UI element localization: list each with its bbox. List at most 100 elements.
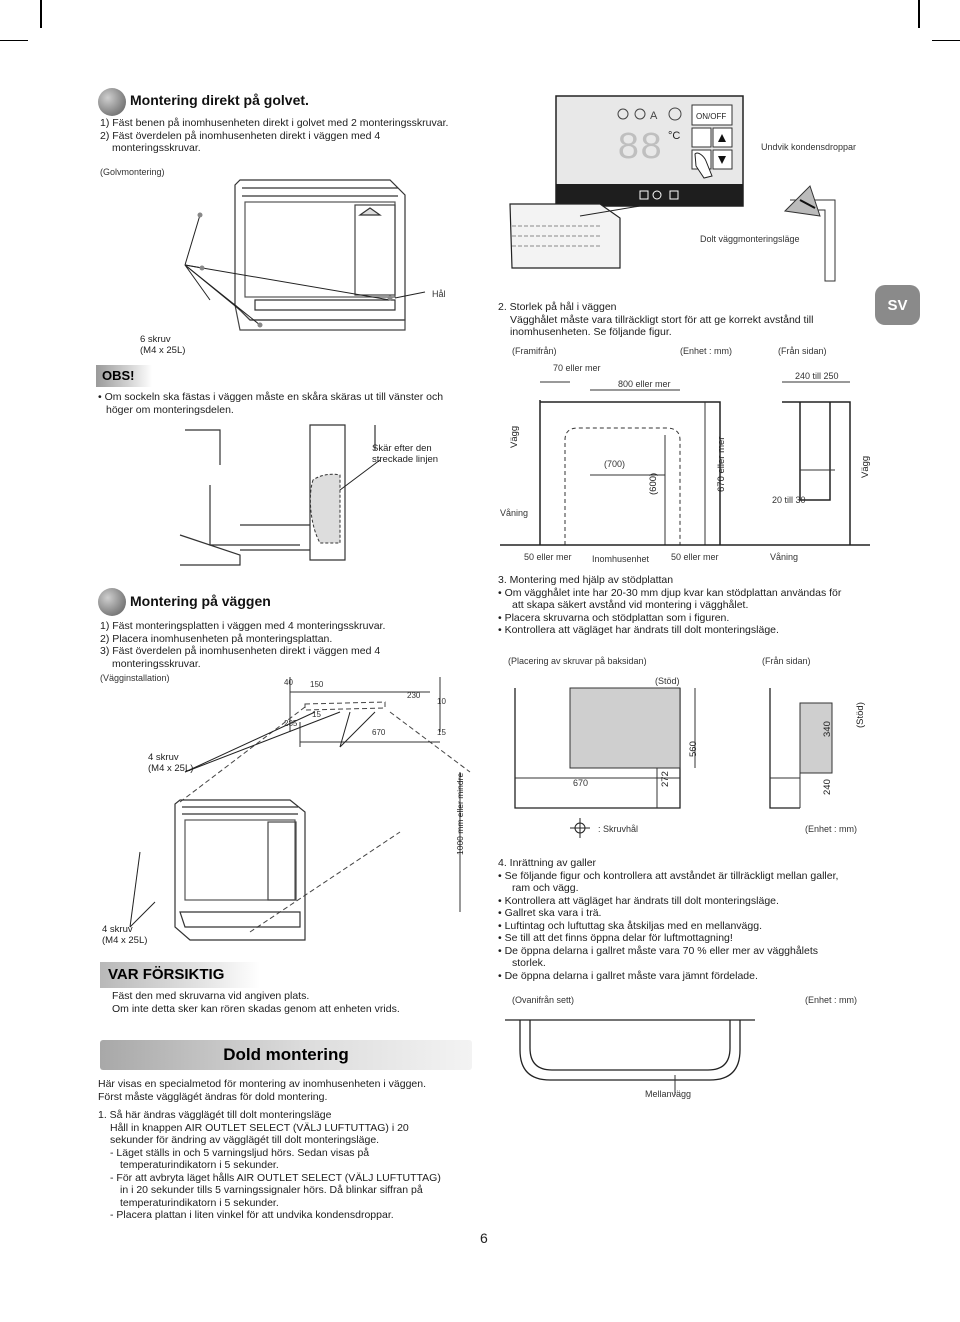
section-bullet-icon <box>98 88 126 116</box>
wall-mount-illustration <box>129 677 471 941</box>
galler-bullet-1-cont: ram och vägg. <box>512 882 579 894</box>
stod-dim-240: 240 <box>822 779 833 795</box>
hole-side-caption: (Från sidan) <box>778 346 827 356</box>
wall-dim-150: 150 <box>310 680 324 689</box>
base-cut-illustration <box>179 424 381 566</box>
language-tab: SV <box>875 285 920 325</box>
galler-bullet-4: • Luftintag och luftuttag ska åtskiljas … <box>498 919 762 932</box>
wall-screw-bottom-count: 4 skruv <box>102 924 133 935</box>
dold-step-3-cont: in i 20 sekunder tills 5 varningssignale… <box>120 1184 423 1196</box>
hole-dim-50a: 50 eller mer <box>524 552 572 562</box>
golv-step-2: 2) Fäst överdelen på inomhusenheten dire… <box>100 129 381 142</box>
hole-indoor-label: Inomhusenhet <box>592 554 650 564</box>
galler-bullet-3: • Gallret ska vara i trä. <box>498 907 602 919</box>
galler-bullet-1-text: Se följande figur och kontrollera att av… <box>504 869 839 882</box>
stod-screw-hole: : Skruvhål <box>598 824 639 834</box>
hole-wall-left: Vägg <box>509 425 520 448</box>
dold-step-2: - Läget ställs in och 5 varningsljud hör… <box>110 1146 370 1159</box>
golv-step-1: 1) Fäst benen på inomhusenheten direkt i… <box>100 117 449 129</box>
hole-floor-left: Våning <box>500 508 529 518</box>
galler-unit: (Enhet : mm) <box>805 995 858 1005</box>
wall-screw-top-spec: (M4 x 25L) <box>148 763 194 774</box>
hole-wall-right: Vägg <box>860 455 871 478</box>
dold-intro: Här visas en specialmetod för montering … <box>98 1078 426 1103</box>
remote-note: Undvik kondensdroppar <box>761 142 857 152</box>
dold-step-4: - Placera plattan i liten vinkel för att… <box>110 1209 394 1221</box>
hole-front-caption: (Framifrån) <box>512 346 557 356</box>
cut-label-1: Skär efter den <box>372 443 432 454</box>
svg-text:A: A <box>650 110 658 122</box>
grille-top-view <box>505 1019 755 1095</box>
dold-step-1-cont: sekunder för ändring av vägglägét till d… <box>110 1134 380 1146</box>
vagg-step-2: 2) Placera inomhusenheten på monteringsp… <box>100 632 333 645</box>
stod-unit: (Enhet : mm) <box>805 824 858 834</box>
stod-title: 3. Montering med hjälp av stödplattan <box>498 574 674 586</box>
galler-section: 4. Inrättning av galler • Se följande fi… <box>498 857 838 982</box>
golv-caption: (Golvmontering) <box>100 167 165 177</box>
vagg-steps: 1) Fäst monteringsplatten i väggen med 4… <box>100 620 385 670</box>
stod-vert-label: (Stöd) <box>855 702 866 728</box>
stod-bullet-2: • Placera skruvarna och stödplattan som … <box>498 611 730 624</box>
hole-dim-800: 800 eller mer <box>618 379 671 389</box>
caution-label: VAR FÖRSIKTIG <box>100 962 260 988</box>
hole-text-1: Vägghålet måste vara tillräckligt stort … <box>510 313 814 326</box>
crop-mark <box>932 40 960 41</box>
screw-hole-marker <box>570 818 590 838</box>
stod-dim-272: 272 <box>660 771 671 787</box>
cut-label-2: streckade linjen <box>372 454 439 465</box>
obs-line-1: • Om sockeln ska fästas i väggen måste e… <box>98 391 444 403</box>
hal-label: Hål <box>432 289 446 299</box>
wall-screw-top-count: 4 skruv <box>148 752 179 763</box>
golv-heading: Montering direkt på golvet. <box>130 92 309 108</box>
dold-step-title: 1. Så här ändras vägglägét till dolt mon… <box>98 1109 332 1121</box>
hole-text-2: inomhusenheten. Se följande figur. <box>510 326 672 338</box>
stod-back-caption: (Placering av skruvar på baksidan) <box>508 656 647 666</box>
hole-dim-670: 670 eller mer <box>716 436 727 492</box>
hole-dim-700: (700) <box>604 459 626 469</box>
stod-bullet-3: • Kontrollera att vägläget har ändrats t… <box>498 624 779 636</box>
vagg-heading: Montering på väggen <box>130 593 271 609</box>
galler-partition: Mellanvägg <box>645 1089 692 1099</box>
wall-dim-40: 40 <box>284 678 293 687</box>
screw-count: 6 skruv <box>140 334 171 345</box>
galler-bullet-5: • Se till att det finns öppna delar för … <box>498 932 733 944</box>
galler-bullet-2: • Kontrollera att vägläget har ändrats t… <box>498 894 779 907</box>
caution-text-2: Om inte detta sker kan rören skadas geno… <box>112 1002 400 1015</box>
wall-dim-15b: 15 <box>437 728 446 737</box>
galler-bullet-6-cont: storlek. <box>512 957 546 969</box>
galler-bullet-5-text: Se till att det finns öppna delar för lu… <box>504 932 733 944</box>
dold-heading: Dold montering <box>100 1040 472 1070</box>
stod-bullet-1-text: Om vägghålet inte har 20-30 mm djup kvar… <box>504 586 842 599</box>
stod-bullet-2-text: Placera skruvarna och stödplattan som i … <box>504 611 730 624</box>
galler-bullet-7: • De öppna delarna i gallret måste vara … <box>498 969 758 982</box>
wall-dim-10: 10 <box>437 697 446 706</box>
hole-unit-caption: (Enhet : mm) <box>680 346 733 356</box>
hole-section: 2. Storlek på hål i väggen Vägghålet mås… <box>498 301 813 339</box>
hole-dim-70: 70 eller mer <box>553 363 601 373</box>
hole-dim-50b: 50 eller mer <box>671 552 719 562</box>
wall-screw-bottom-spec: (M4 x 25L) <box>102 935 148 946</box>
galler-bullet-6-text: De öppna delarna i gallret måste vara 70… <box>504 944 819 957</box>
galler-bullet-4-text: Luftintag och luftuttag ska åtskiljas me… <box>504 919 762 932</box>
screw-spec: (M4 x 25L) <box>140 345 186 356</box>
obs-label: OBS! <box>96 365 152 387</box>
concealed-label: Dolt väggmonteringsläge <box>700 234 800 244</box>
vagg-step-3: 3) Fäst överdelen på inomhusenheten dire… <box>100 645 381 657</box>
remote-display-digits: 88 <box>617 127 663 170</box>
stod-bullet-3-text: Kontrollera att vägläget har ändrats til… <box>504 624 779 636</box>
svg-text:°C: °C <box>668 130 680 142</box>
wall-screw-bottom: 4 skruv (M4 x 25L) <box>102 924 147 946</box>
crop-mark <box>40 0 42 28</box>
stod-side-caption: (Från sidan) <box>762 656 811 666</box>
caution-text: Fäst den med skruvarna vid angiven plats… <box>112 990 400 1015</box>
obs-text-2: höger om monteringsdelen. <box>106 403 234 416</box>
stod-section: 3. Montering med hjälp av stödplattan • … <box>498 574 841 637</box>
galler-bullet-2-text: Kontrollera att vägläget har ändrats til… <box>504 894 779 907</box>
crop-mark <box>0 40 28 41</box>
galler-bullet-3-text: Gallret ska vara i trä. <box>504 907 602 919</box>
hole-size-diagram <box>500 381 870 546</box>
dold-intro-2: Först måste vägglägét ändras för dold mo… <box>98 1090 328 1103</box>
obs-text: • Om sockeln ska fästas i väggen måste e… <box>98 391 443 416</box>
floor-mount-illustration <box>184 179 426 331</box>
hole-dim-20: 20 till 30 <box>772 495 806 505</box>
